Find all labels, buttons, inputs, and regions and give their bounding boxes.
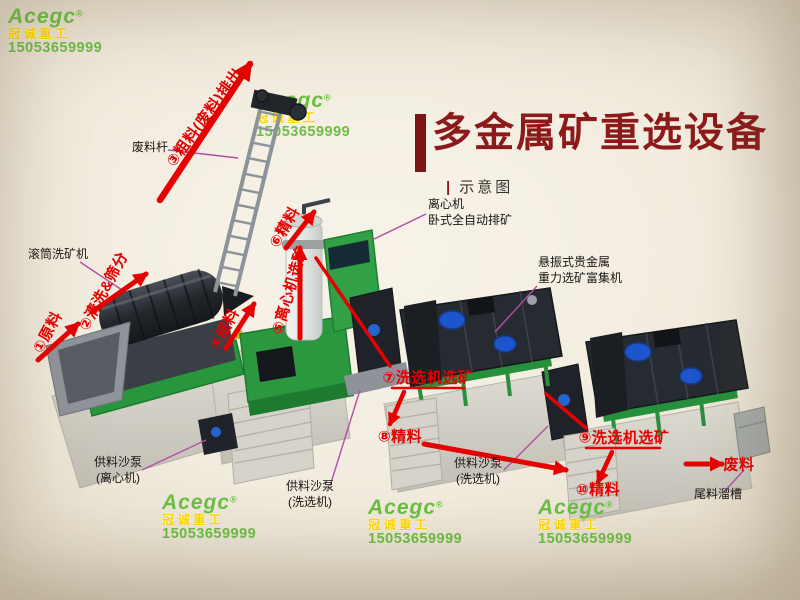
title-block: 多金属矿重选设备 | 示意图: [415, 110, 768, 197]
watermark-bottom-right: Acegc® 冠诚重工 15053659999: [538, 496, 633, 548]
shaker-washer-table-2: [585, 319, 749, 445]
subtitle-text: 示意图: [459, 179, 514, 196]
label-gravity-concentrator-line1: 悬振式贵金属: [538, 255, 611, 269]
phone-number: 15053659999: [538, 531, 633, 548]
phone-number: 15053659999: [256, 124, 351, 141]
label-pump-centrifuge-line1: 供料沙泵: [94, 455, 143, 469]
watermark-bottom-left: Acegc® 冠诚重工 15053659999: [162, 491, 257, 543]
flow-waste-label: 废料: [723, 456, 755, 474]
brand-logo: Acegc: [8, 5, 77, 28]
label-gravity-concentrator-line2: 重力选矿富集机: [538, 270, 623, 285]
waste-discharge-ladder-conveyor: [213, 89, 307, 297]
label-pump-washer-1-line2: (洗选机): [288, 494, 332, 509]
drum-washer-machine: [45, 268, 254, 417]
label-pump-centrifuge-line2: (离心机): [96, 470, 140, 485]
label-waste-rod: 废料杆: [132, 140, 169, 154]
company-name: 冠诚重工: [368, 518, 431, 533]
subtitle-separator: |: [446, 179, 451, 196]
process-flow-arrows: [35, 60, 725, 485]
label-pump-washer-2: 供料沙泵 (洗选机): [454, 456, 502, 488]
company-name: 冠诚重工: [8, 27, 71, 42]
flow-step-10-concentrate: ⑩精料: [575, 481, 621, 499]
centrifuge-machine: [239, 198, 383, 416]
label-centrifuge-line2: 卧式全自动排矿: [428, 212, 513, 227]
registered-mark: ®: [606, 499, 613, 510]
label-pointer-lines: [79, 149, 745, 493]
label-centrifuge-line1: 离心机: [428, 197, 465, 211]
phone-number: 15053659999: [162, 526, 257, 543]
brand-logo: Acegc: [162, 491, 231, 514]
flow-step-8-concentrate: ⑧精料: [377, 428, 423, 446]
registered-mark: ®: [324, 92, 331, 103]
label-pump-centrifuge: 供料沙泵 (离心机): [94, 455, 142, 487]
company-name: 冠诚重工: [538, 518, 601, 533]
phone-number: 15053659999: [8, 40, 103, 57]
label-drum-washer: 滚筒洗矿机: [28, 247, 89, 261]
brand-logo: Acegc: [538, 496, 607, 519]
label-gravity-concentrator: 悬振式贵金属 重力选矿富集机: [538, 255, 622, 287]
feed-sand-pump-washer-1: [344, 287, 410, 396]
flow-step-9-washer-separation: ⑨洗选机选矿: [578, 429, 670, 447]
phone-number: 15053659999: [368, 531, 463, 548]
brand-logo: Acegc: [368, 496, 437, 519]
feed-sand-pump-centrifuge: [198, 413, 238, 455]
stairs-right: [563, 427, 621, 521]
label-pump-washer-1: 供料沙泵 (洗选机): [286, 479, 334, 511]
title-accent-bar: [415, 114, 426, 172]
registered-mark: ®: [76, 8, 83, 19]
label-centrifuge: 离心机 卧式全自动排矿: [428, 197, 512, 229]
watermark-bottom-center: Acegc® 冠诚重工 15053659999: [368, 496, 463, 548]
tailings-chute: [733, 406, 771, 461]
label-pump-washer-2-line1: 供料沙泵: [454, 456, 503, 470]
registered-mark: ®: [436, 499, 443, 510]
flow-step-7-washer-separation: ⑦洗选机选矿: [382, 369, 474, 387]
label-pump-washer-2-line2: (洗选机): [456, 471, 500, 486]
page-title: 多金属矿重选设备: [432, 111, 768, 155]
company-name: 冠诚重工: [162, 513, 225, 528]
registered-mark: ®: [230, 494, 237, 505]
shaker-washer-table-1: [399, 287, 563, 415]
label-tailings-chute: 尾料溜槽: [694, 487, 743, 501]
subtitle: | 示意图: [446, 176, 768, 197]
label-pump-washer-1-line1: 供料沙泵: [286, 479, 335, 493]
watermark-top-left: Acegc® 冠诚重工 15053659999: [8, 5, 103, 57]
